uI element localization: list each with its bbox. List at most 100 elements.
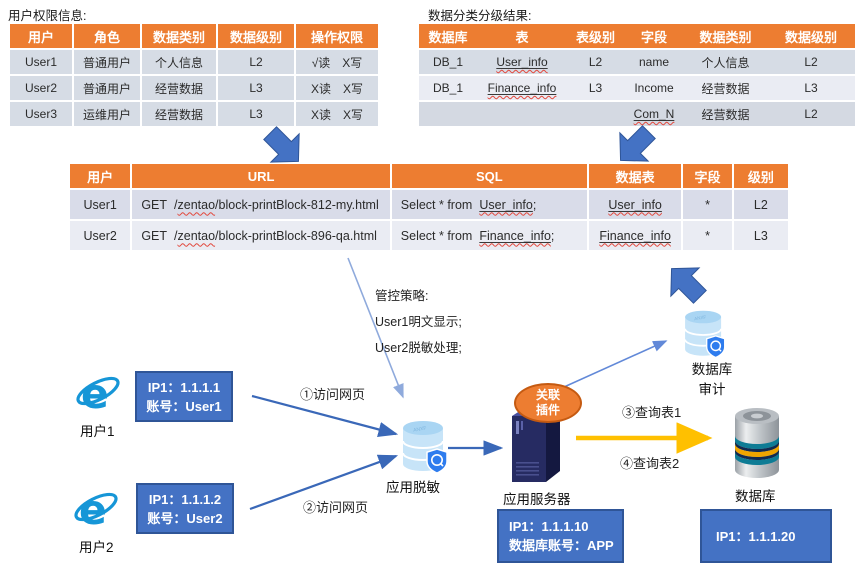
database-shield-icon: ANXF — [398, 418, 450, 483]
cell: 个人信息 — [142, 50, 216, 74]
cell: L3 — [767, 76, 855, 100]
table-header-row: 数据库 表 表级别 字段 数据类别 数据级别 — [419, 24, 855, 48]
user2-ip-box: IP1：1.1.1.2 账号：User2 — [136, 483, 234, 534]
server-ip-box: IP1：1.1.1.10 数据库账号：APP — [497, 509, 624, 563]
field-name-text: Com_N — [633, 107, 675, 121]
db-ip: IP1：1.1.1.20 — [716, 528, 796, 544]
url-text: / — [174, 228, 178, 243]
cell: L2 — [567, 50, 624, 74]
svg-text:e: e — [81, 370, 109, 418]
col-header: 数据表 — [588, 164, 682, 188]
url-domain: zentao — [177, 197, 216, 212]
cell: 经营数据 — [684, 76, 767, 100]
col-header: 数据级别 — [767, 24, 855, 48]
col-header: 角色 — [74, 24, 140, 48]
query2-label: ④查询表2 — [620, 456, 680, 471]
db-label: 数据库 — [735, 489, 776, 504]
table-name-text: Finance_info — [487, 81, 557, 95]
col-header: 表 — [477, 24, 567, 48]
url-text: / — [174, 197, 178, 212]
col-header: 表级别 — [567, 24, 624, 48]
user1-ip-box: IP1：1.1.1.1 账号：User1 — [135, 371, 233, 422]
server-ip: IP1：1.1.1.10 — [509, 519, 589, 534]
table-row: User1 普通用户 个人信息 L2 √读 X写 — [10, 50, 378, 74]
svg-text:ANXF: ANXF — [413, 425, 427, 433]
masking-label: 应用脱敏 — [386, 480, 440, 495]
class-table-title: 数据分类分级结果: — [428, 9, 532, 23]
url-text: /block-printBlock-896-qa.html — [215, 228, 377, 243]
user-permissions-table: 用户 角色 数据类别 数据级别 操作权限 User1 普通用户 个人信息 L2 … — [8, 22, 380, 128]
cell — [477, 102, 567, 126]
user2-ip: IP1：1.1.1.2 — [148, 491, 222, 507]
cell: 运维用户 — [74, 102, 140, 126]
cell: * — [683, 190, 732, 219]
cell: Finance_info — [588, 221, 682, 250]
cell: 普通用户 — [74, 76, 140, 100]
cell: Finance_info — [477, 76, 567, 100]
database-shield-icon: ANXF — [680, 308, 728, 367]
cell — [567, 102, 624, 126]
cell: L2 — [767, 50, 855, 74]
audit-label: 数据库 审计 — [682, 358, 742, 398]
db-ip-box: IP1：1.1.1.20 — [700, 509, 832, 563]
sql-text: Select * from — [400, 228, 473, 243]
policy-note: 管控策略: User1明文显示; User2脱敏处理; — [375, 283, 462, 361]
cell: User_info — [477, 50, 567, 74]
table-row: User2 普通用户 经营数据 L3 X读 X写 — [10, 76, 378, 100]
user2-label: 用户2 — [79, 540, 114, 555]
cell: name — [624, 50, 684, 74]
cell: L3 — [733, 221, 788, 250]
silver-database-icon — [731, 406, 783, 485]
cell: User1 — [70, 190, 131, 219]
cell: L2 — [218, 50, 294, 74]
url-method: GET — [141, 197, 168, 212]
cell — [419, 102, 477, 126]
server-label: 应用服务器 — [503, 492, 571, 507]
cell: User3 — [10, 102, 72, 126]
cell: Com_N — [624, 102, 684, 126]
data-classification-table: 数据库 表 表级别 字段 数据类别 数据级别 DB_1 User_info L2… — [419, 22, 855, 128]
url-cell: GET /zentao/block-printBlock-812-my.html — [132, 190, 390, 219]
policy-note-line: 管控策略: — [375, 289, 429, 303]
table-row: User3 运维用户 经营数据 L3 X读 X写 — [10, 102, 378, 126]
cell: User2 — [10, 76, 72, 100]
table-name-text: User_info — [496, 55, 548, 69]
plugin-text: 关联 — [535, 388, 560, 402]
cell: User1 — [10, 50, 72, 74]
arrow-user2-to-masking — [249, 454, 399, 511]
sql-text: Select * from — [400, 197, 473, 212]
table-name-text: Finance_info — [599, 228, 671, 243]
svg-text:e: e — [79, 486, 107, 534]
svg-text:ANXF: ANXF — [694, 314, 707, 321]
col-header: 数据库 — [419, 24, 477, 48]
cell: 经营数据 — [684, 102, 767, 126]
visit1-label: ①访问网页 — [300, 387, 366, 402]
ie-browser-icon: e — [74, 368, 122, 423]
col-header: SQL — [391, 164, 587, 188]
audit-label-line: 数据库 — [691, 362, 733, 377]
policy-note-line: User2脱敏处理; — [375, 341, 462, 355]
sql-text: ; — [550, 228, 555, 243]
col-header: 操作权限 — [296, 24, 378, 48]
cell: L2 — [733, 190, 788, 219]
col-header: 用户 — [70, 164, 131, 188]
cell: DB_1 — [419, 76, 477, 100]
cell: DB_1 — [419, 50, 477, 74]
url-domain: zentao — [177, 228, 216, 243]
url-text: /block-printBlock-812-my.html — [215, 197, 379, 212]
sql-cell: Select * from User_info; — [391, 190, 587, 219]
block-arrow-audit-to-log — [655, 252, 716, 313]
perm-table-title: 用户权限信息: — [8, 9, 87, 23]
table-row: Com_N 经营数据 L2 — [419, 102, 855, 126]
policy-note-line: User1明文显示; — [375, 315, 462, 329]
cell: 普通用户 — [74, 50, 140, 74]
cell: L2 — [767, 102, 855, 126]
col-header: 级别 — [733, 164, 788, 188]
cell: 个人信息 — [684, 50, 767, 74]
visit2-label: ②访问网页 — [303, 500, 369, 515]
sql-table-name: User_info — [479, 197, 533, 212]
sql-text: ; — [532, 197, 537, 212]
